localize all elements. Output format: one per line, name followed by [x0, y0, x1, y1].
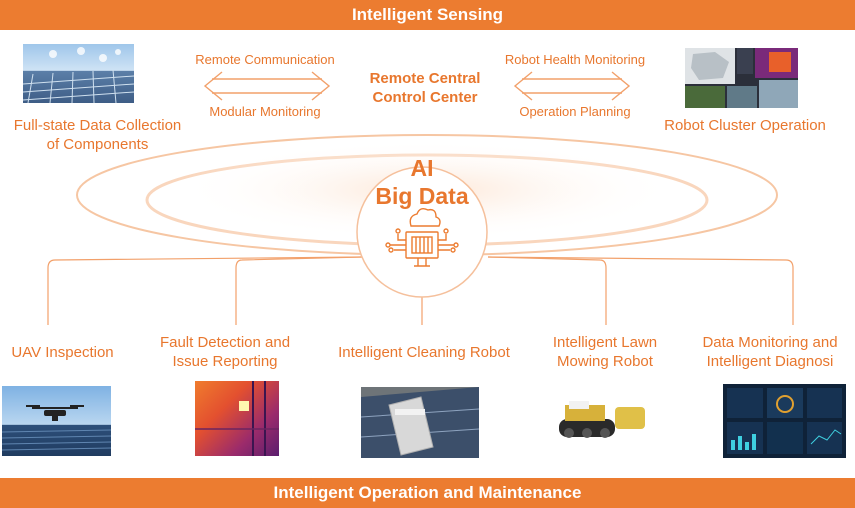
fault-detection-line1: Fault Detection and: [159, 334, 291, 351]
fault-detection-line2: Issue Reporting: [172, 353, 278, 370]
robot-cluster-image: [685, 48, 798, 108]
center-line1: Remote Central: [369, 70, 481, 87]
cleaning-robot-detail: [361, 387, 479, 458]
cleaning-robot-line1: Intelligent Cleaning Robot: [338, 344, 510, 361]
cleaning-robot-label: Intelligent Cleaning Robot: [318, 343, 530, 362]
core-big-data-label: Big Data: [375, 183, 469, 209]
footer-title: Intelligent Operation and Maintenance: [273, 483, 582, 502]
dashboard-detail: [727, 388, 842, 454]
uav-inspection-line1: UAV Inspection: [11, 344, 114, 361]
lawn-mowing-line2: Mowing Robot: [557, 353, 653, 370]
branch-lines: [47, 256, 794, 325]
cleaning-robot-image: [361, 387, 479, 458]
right-double-arrow: [513, 71, 631, 101]
robot-health-monitoring-label: Robot Health Monitoring: [504, 52, 646, 67]
uav-image-detail: [2, 405, 111, 451]
robot-cluster-label: Robot Cluster Operation: [664, 117, 826, 134]
full-state-line1: Full-state Data Collection: [13, 117, 182, 134]
modular-monitoring-label: Modular Monitoring: [209, 104, 321, 119]
lawn-mowing-line1: Intelligent Lawn: [552, 334, 658, 351]
data-monitoring-dashboard-image: [723, 384, 846, 458]
lawn-mowing-robot-image: [553, 393, 653, 448]
data-monitoring-label: Data Monitoring and Intelligent Diagnosi: [685, 333, 855, 371]
robot-cluster-detail: [685, 48, 798, 108]
thermal-image-detail: [195, 381, 279, 456]
data-monitoring-line2: Intelligent Diagnosi: [706, 353, 834, 370]
full-state-line2: of Components: [46, 136, 149, 153]
header-banner: Intelligent Sensing: [0, 0, 855, 30]
uav-inspection-label: UAV Inspection: [0, 343, 125, 362]
core-ai-label: AI: [410, 155, 434, 181]
operation-planning-label: Operation Planning: [519, 104, 631, 119]
solar-panels-image: [23, 44, 134, 103]
footer-banner: Intelligent Operation and Maintenance: [0, 478, 855, 508]
center-line2: Control Center: [372, 89, 478, 106]
fault-thermal-image: [195, 381, 279, 456]
uav-image: [2, 386, 111, 456]
remote-central-control-center: Remote Central Control Center: [340, 69, 510, 107]
header-title: Intelligent Sensing: [351, 5, 504, 24]
fault-detection-label: Fault Detection and Issue Reporting: [140, 333, 310, 371]
lawn-mowing-robot-label: Intelligent Lawn Mowing Robot: [525, 333, 685, 371]
data-monitoring-line1: Data Monitoring and: [702, 334, 838, 351]
left-double-arrow: [203, 71, 331, 101]
cloud-computer-icon-glyph: [385, 207, 459, 267]
full-state-data-label: Full-state Data Collection of Components: [0, 116, 195, 154]
solar-image-detail: [23, 47, 134, 103]
mowing-robot-detail: [559, 401, 645, 438]
remote-communication-label: Remote Communication: [195, 52, 335, 67]
